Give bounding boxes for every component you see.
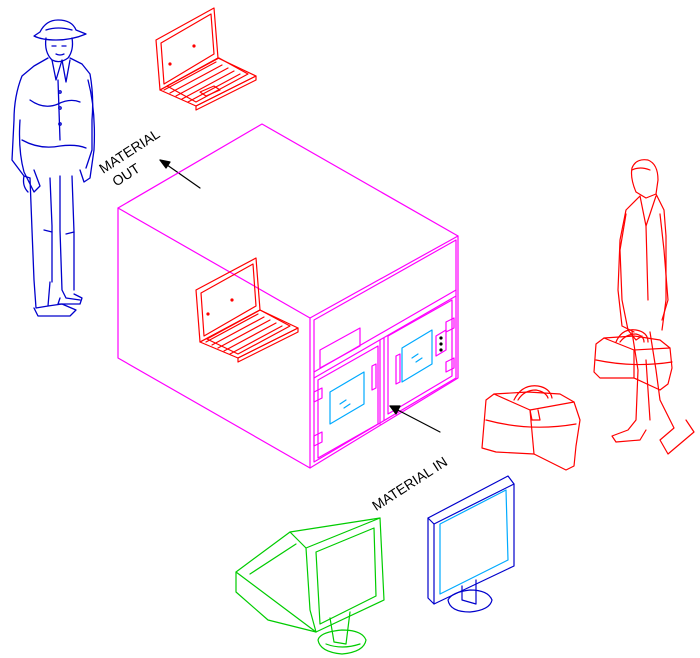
- material-in-text: MATERIAL IN: [369, 453, 450, 513]
- businessman-figure: [612, 160, 694, 454]
- pass-through-cabinet: [118, 124, 458, 468]
- material-in-label: MATERIAL IN: [369, 453, 450, 513]
- laptop-icon: [156, 8, 256, 110]
- crt-monitor-icon: [236, 518, 384, 654]
- briefcase-icon: [482, 386, 580, 470]
- material-in-arrow: [390, 406, 440, 432]
- laptop-icon: [196, 258, 298, 362]
- flat-monitor-icon: [428, 476, 514, 612]
- monitor-screen: [440, 490, 508, 594]
- material-out-label: MATERIAL OUT: [96, 125, 173, 191]
- door-window: [330, 330, 432, 424]
- indicator-lights: [439, 336, 442, 351]
- worker-figure: [12, 20, 94, 316]
